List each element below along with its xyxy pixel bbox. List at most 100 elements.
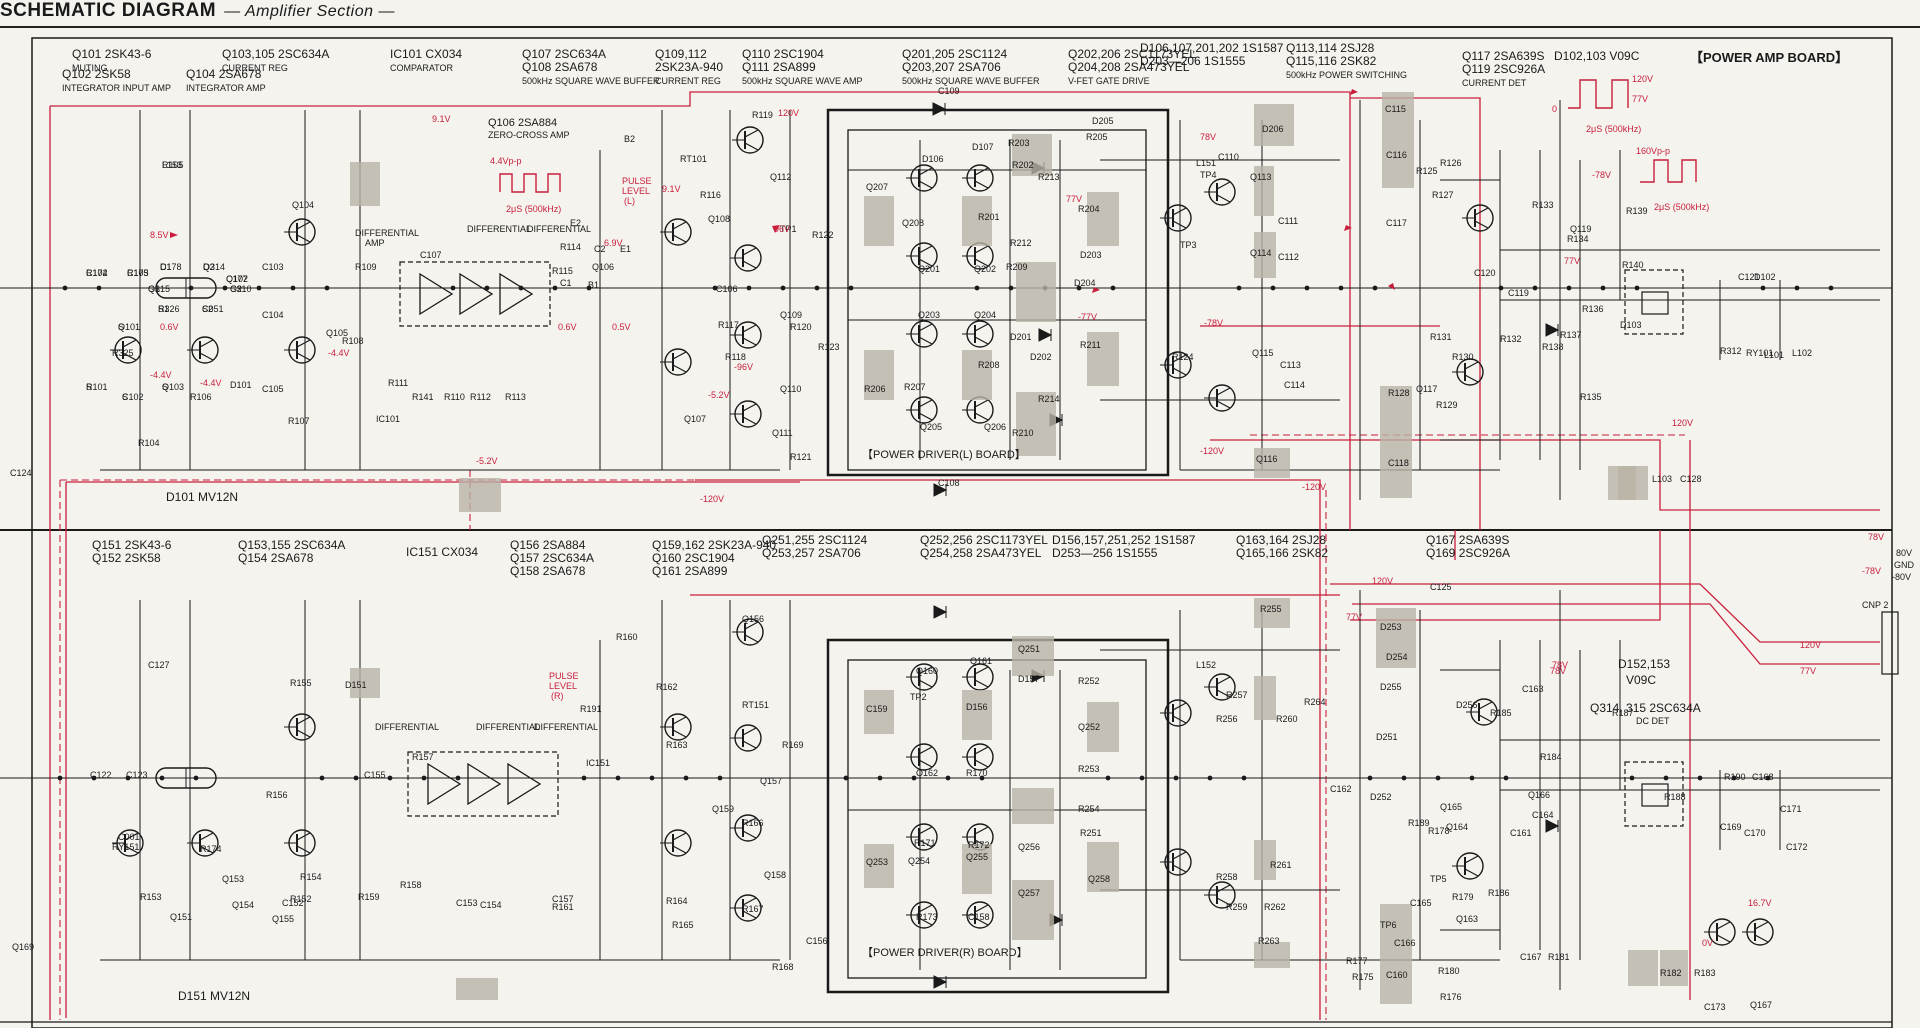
transistor-symbol bbox=[730, 244, 762, 272]
waveform-label: 0 bbox=[1552, 104, 1557, 114]
component-label: R207 bbox=[904, 382, 926, 392]
component-label: C161 bbox=[1510, 828, 1532, 838]
junction-dot bbox=[683, 775, 689, 781]
junction-dot bbox=[843, 775, 849, 781]
top-header-line: 500kHz SQUARE WAVE BUFFER bbox=[522, 76, 660, 86]
component-label: R160 bbox=[616, 632, 638, 642]
bottom-header-line: Q151 2SK43-6 bbox=[92, 538, 172, 552]
component-label: R109 bbox=[355, 262, 377, 272]
top-header-line: D203—206 1S1555 bbox=[1140, 54, 1246, 68]
component-label: R134 bbox=[1567, 234, 1589, 244]
component-label: R213 bbox=[1038, 172, 1060, 182]
component-label: TP4 bbox=[1200, 170, 1217, 180]
bottom-header-line: Q158 2SA678 bbox=[510, 564, 586, 578]
waveform-label: 2μS (500kHz) bbox=[1654, 202, 1709, 212]
component-label: R127 bbox=[1432, 190, 1454, 200]
junction-dot bbox=[1731, 775, 1737, 781]
bottom-header-line: Q156 2SA884 bbox=[510, 538, 586, 552]
transistor-symbol bbox=[732, 618, 764, 646]
component-label: L153 bbox=[162, 160, 182, 170]
highlight-box bbox=[1087, 192, 1119, 246]
top-header-line: V-FET GATE DRIVE bbox=[1068, 76, 1150, 86]
voltage-label: -4.4V bbox=[328, 348, 350, 358]
component-label: R122 bbox=[812, 230, 834, 240]
connector-rail: 77V bbox=[1800, 666, 1816, 676]
junction-dot bbox=[1173, 775, 1179, 781]
diode-symbol bbox=[1038, 328, 1053, 342]
waveform-label: 4.4Vp-p bbox=[490, 156, 522, 166]
component-label: Q117 bbox=[1416, 384, 1437, 394]
junction-dot bbox=[1566, 285, 1572, 291]
junction-dot bbox=[324, 285, 330, 291]
junction-dot bbox=[717, 775, 723, 781]
component-label: R154 bbox=[300, 872, 322, 882]
component-label: C123 bbox=[126, 770, 148, 780]
component-label: R131 bbox=[1430, 332, 1452, 342]
voltage-label: 120V bbox=[1372, 576, 1393, 586]
component-label: C051 bbox=[202, 304, 224, 314]
component-label: C177 bbox=[226, 274, 248, 284]
transistor-symbol bbox=[1204, 384, 1236, 412]
component-label: R252 bbox=[1078, 676, 1100, 686]
junction-dot bbox=[615, 775, 621, 781]
component-label: D107 bbox=[972, 142, 994, 152]
component-label: Q156 bbox=[742, 614, 764, 624]
voltage-label: -77V bbox=[1078, 312, 1097, 322]
junction-dot bbox=[188, 285, 194, 291]
component-label: RY101 bbox=[1746, 348, 1773, 358]
component-label: TP1 bbox=[780, 224, 797, 234]
transistor-symbol bbox=[1742, 918, 1774, 946]
junction-dot bbox=[455, 775, 461, 781]
component-label: D252 bbox=[1370, 792, 1392, 802]
bottom-header-line: Q165,166 2SK82 bbox=[1236, 546, 1328, 560]
component-label: R169 bbox=[782, 740, 804, 750]
pulse-level-l: PULSE bbox=[622, 176, 652, 186]
bottom-header-line: Q152 2SK58 bbox=[92, 551, 161, 565]
component-label: R159 bbox=[358, 892, 380, 902]
highlight-box bbox=[1087, 702, 1119, 752]
highlight-box bbox=[1660, 950, 1688, 986]
junction-dot bbox=[979, 775, 985, 781]
component-label: R214 bbox=[1038, 394, 1060, 404]
top-header-line: Q102 2SK58 bbox=[62, 67, 131, 81]
component-label: C1 bbox=[560, 278, 572, 288]
component-label: C118 bbox=[1388, 458, 1409, 468]
dual-fet-symbol bbox=[155, 277, 217, 299]
component-label: Q157 bbox=[760, 776, 782, 786]
connector-pin: GND bbox=[1894, 560, 1915, 570]
junction-dot bbox=[814, 285, 820, 291]
q314-label: Q314, 315 2SC634A bbox=[1590, 701, 1701, 715]
component-label: R180 bbox=[1438, 966, 1460, 976]
component-label: R121 bbox=[790, 452, 812, 462]
connector-name: CNP 2 bbox=[1862, 600, 1888, 610]
component-label: R140 bbox=[1622, 260, 1644, 270]
transistor-symbol bbox=[112, 829, 144, 857]
bottom-header-line: Q254,258 2SA473YEL bbox=[920, 546, 1042, 560]
junction-dot bbox=[91, 775, 97, 781]
component-label: D254 bbox=[1386, 652, 1408, 662]
highlight-box bbox=[1618, 466, 1648, 500]
transistor-symbol bbox=[284, 713, 316, 741]
component-label: Q161 bbox=[970, 656, 992, 666]
component-label: R106 bbox=[190, 392, 212, 402]
component-label: D101 bbox=[230, 380, 252, 390]
voltage-label: 0V bbox=[1702, 938, 1713, 948]
top-header-line: 500kHz POWER SWITCHING bbox=[1286, 70, 1407, 80]
component-label: R264 bbox=[1304, 697, 1326, 707]
voltage-label: 120V bbox=[778, 108, 799, 118]
junction-dot bbox=[1401, 775, 1407, 781]
component-label: S bbox=[86, 382, 92, 392]
pulse-level-l: (L) bbox=[624, 196, 635, 206]
connector-rail: 78V bbox=[1868, 532, 1884, 542]
component-label: C158 bbox=[968, 912, 990, 922]
voltage-label: 8.5V bbox=[150, 230, 169, 240]
highlight-box bbox=[1254, 232, 1276, 278]
voltage-label: -5.2V bbox=[476, 456, 498, 466]
top-header-line: Q107 2SC634A bbox=[522, 47, 606, 61]
transistor-symbol bbox=[1160, 204, 1192, 232]
component-label: C109 bbox=[938, 86, 960, 96]
voltage-label: 120V bbox=[1672, 418, 1693, 428]
component-label: Q154 bbox=[232, 900, 254, 910]
